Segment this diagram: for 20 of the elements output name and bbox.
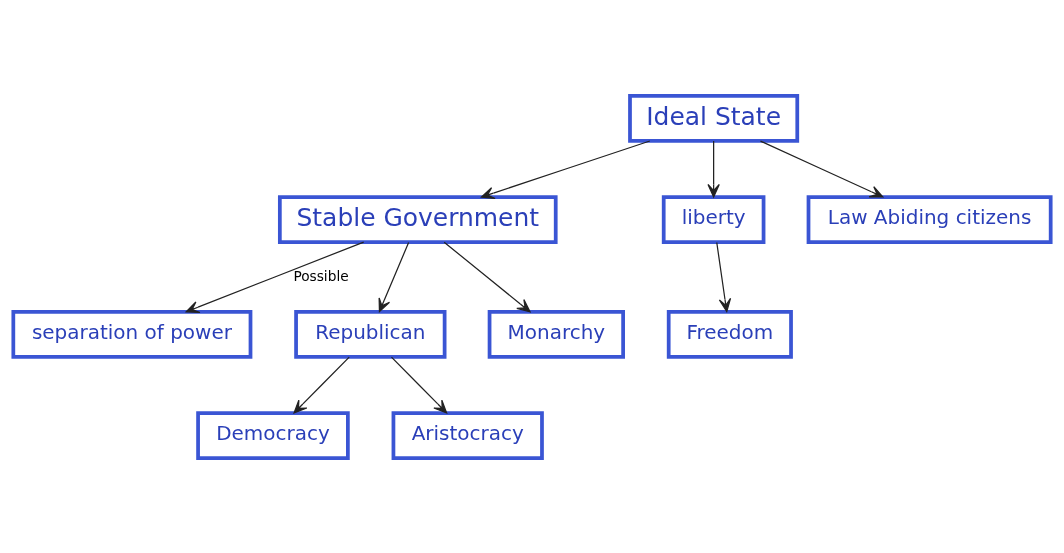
arrow bbox=[443, 241, 531, 312]
node-box: Freedom bbox=[666, 309, 793, 359]
node-box: Ideal State bbox=[628, 93, 800, 143]
node-box: liberty bbox=[661, 194, 766, 244]
node-box: Democracy bbox=[196, 410, 350, 460]
node-box: separation of power bbox=[11, 309, 253, 359]
arrow bbox=[378, 241, 410, 312]
node-box: Monarchy bbox=[487, 309, 625, 359]
node-box: Stable Government bbox=[277, 194, 558, 244]
node-box: Aristocracy bbox=[391, 410, 544, 460]
arrow bbox=[293, 355, 350, 414]
arrow bbox=[390, 355, 448, 414]
arrow bbox=[707, 140, 720, 198]
arrow bbox=[716, 241, 732, 312]
node-box: Law Abiding citizens bbox=[806, 194, 1053, 244]
node-box: Republican bbox=[294, 309, 447, 359]
edge-label: Possible bbox=[293, 267, 349, 283]
arrow bbox=[759, 140, 884, 198]
arrow bbox=[480, 139, 651, 199]
arrow bbox=[185, 240, 365, 313]
